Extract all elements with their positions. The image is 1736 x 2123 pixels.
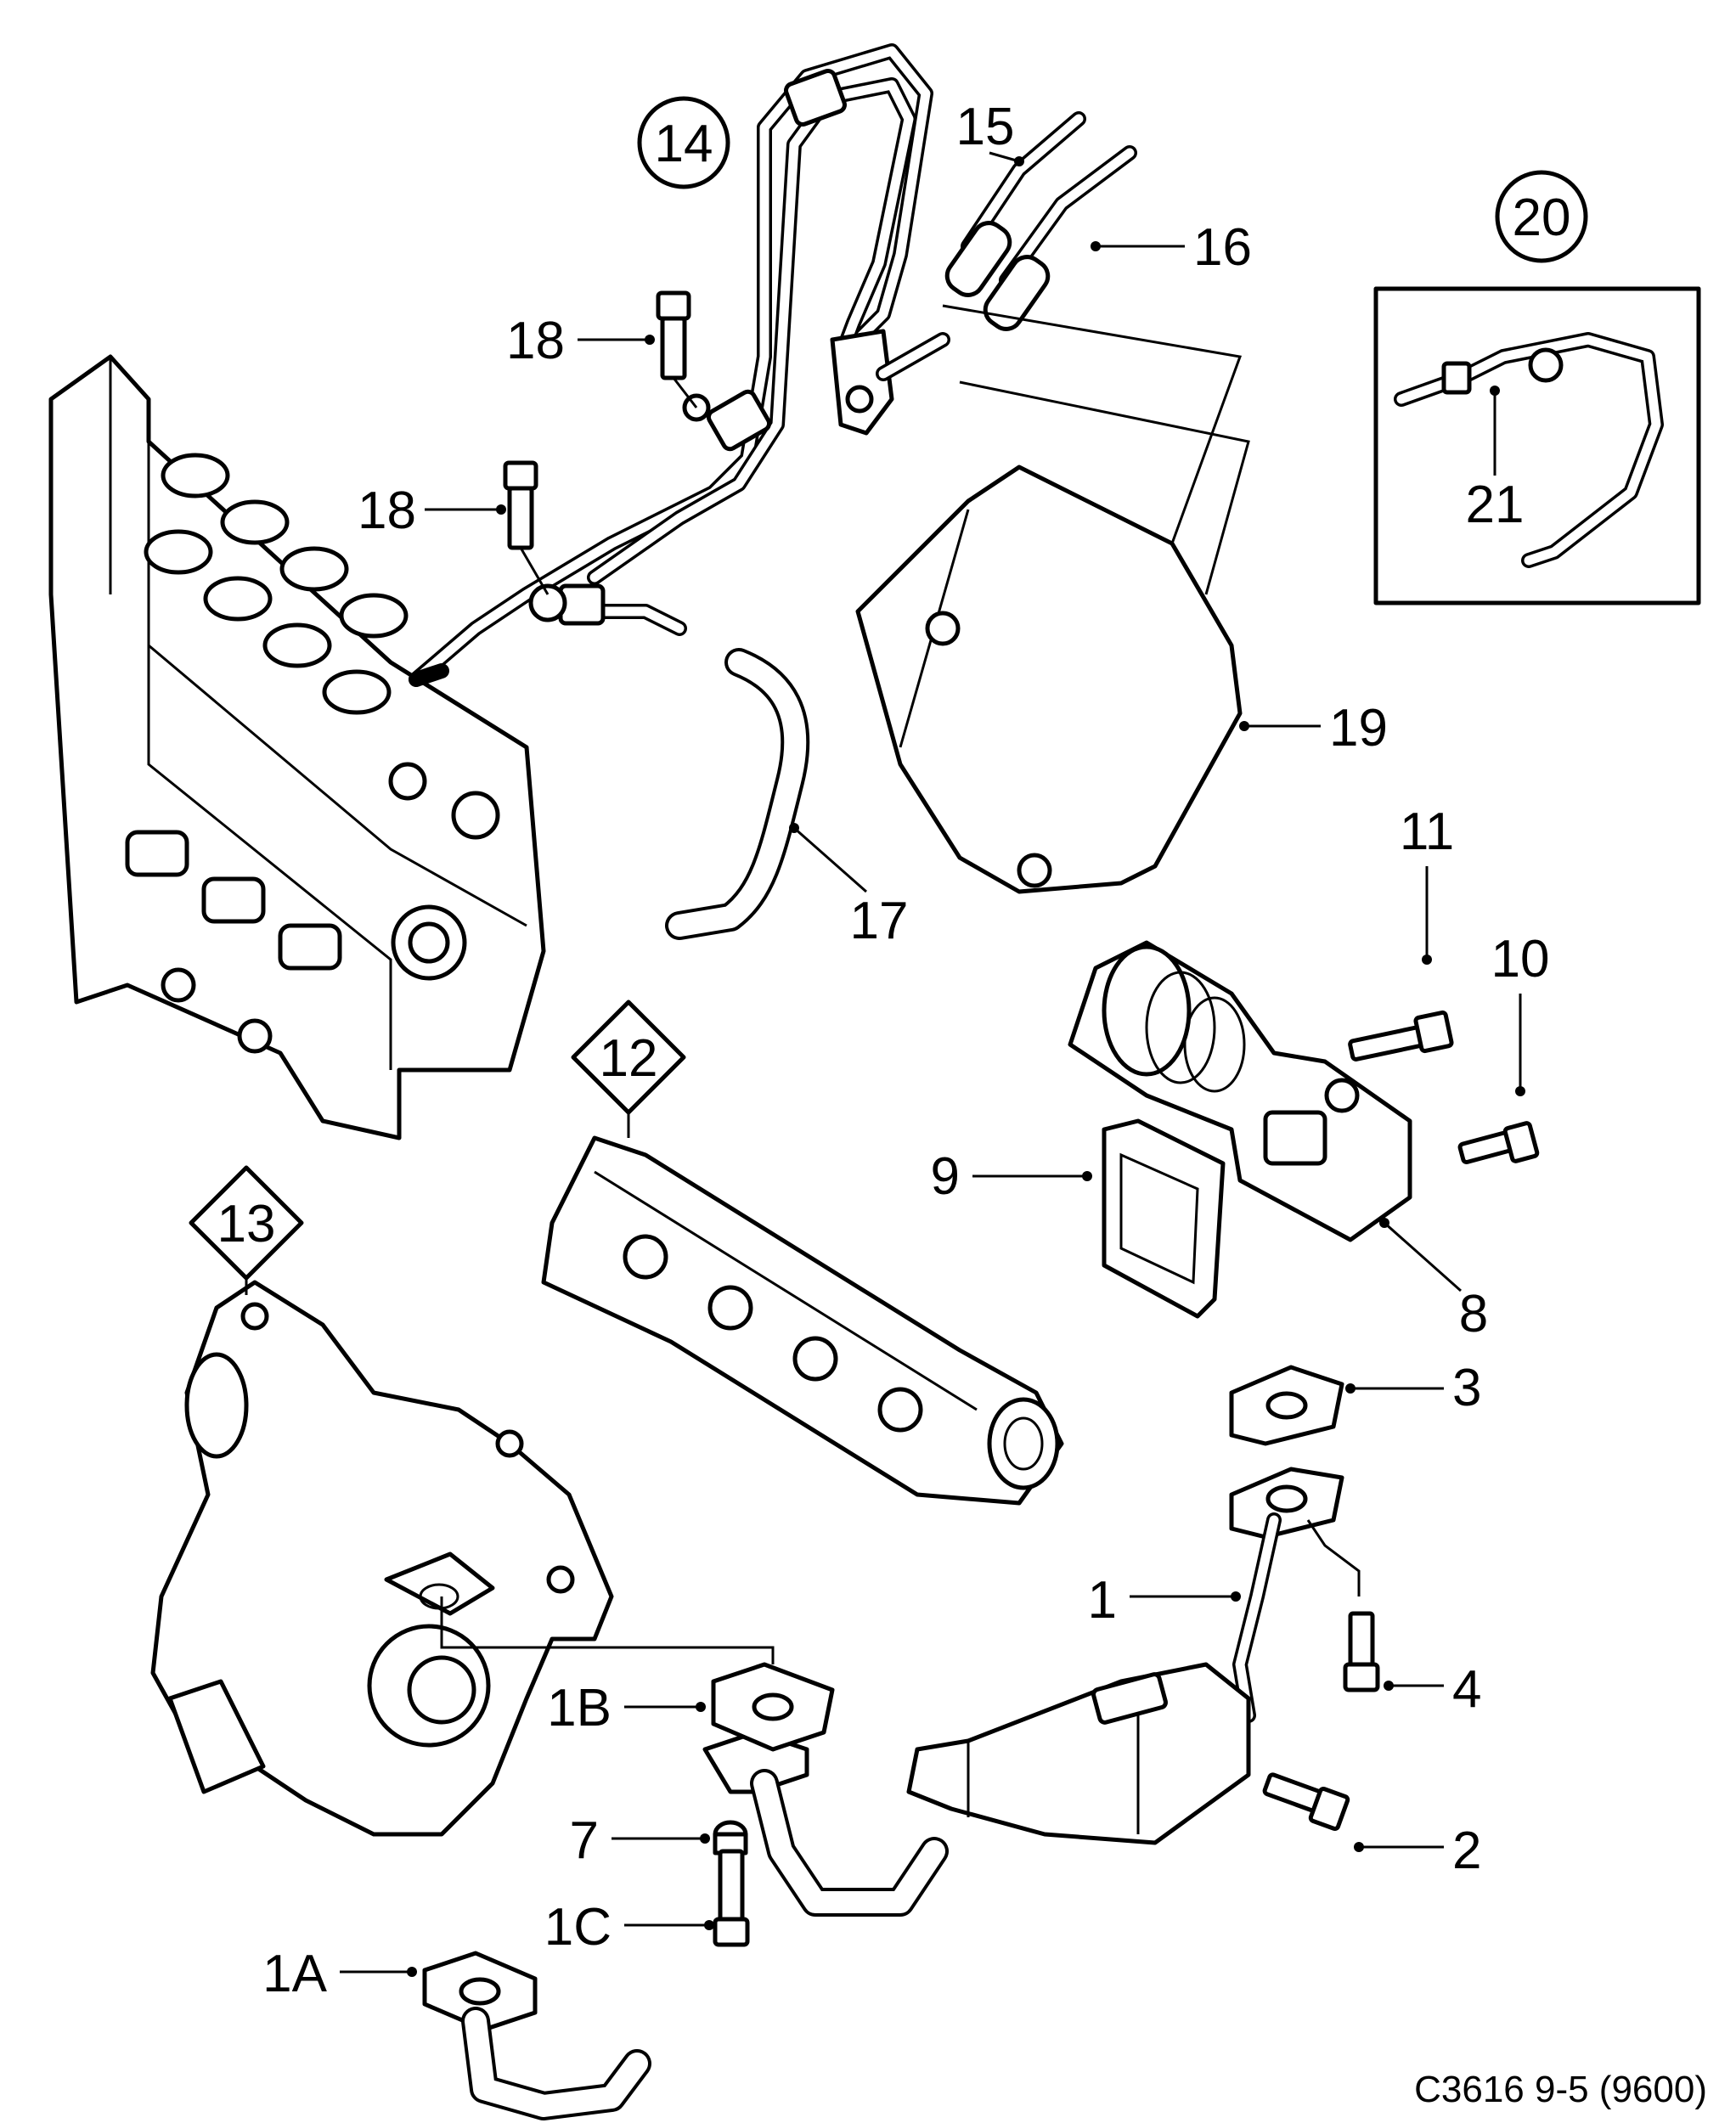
callout-14: 14: [655, 115, 713, 173]
callout-10: 10: [1491, 930, 1550, 988]
gasket-1b-leader: [440, 1596, 775, 1664]
callout-20-circle: [1495, 170, 1588, 263]
callout-17: 17: [850, 892, 909, 950]
callout-14-circle: [637, 96, 730, 189]
callout-7: 7: [570, 1811, 599, 1870]
callout-3: 3: [1452, 1359, 1481, 1417]
callout-13: 13: [217, 1195, 276, 1253]
nut-7: [713, 1820, 748, 1856]
callout-20: 20: [1513, 189, 1571, 247]
hose-16-leader-to-cover: [959, 380, 1250, 595]
intake-manifold-12: [541, 1135, 1064, 1506]
oil-pipe-assembly: [409, 43, 950, 687]
bolt-11: [1348, 1010, 1454, 1062]
egr-pipe-1a: [422, 1951, 651, 2120]
camshaft-lobes: [144, 453, 409, 715]
hose-15-leader-to-cover: [942, 304, 1243, 544]
heat-shield-cover-19: [855, 465, 1243, 894]
callout-21: 21: [1466, 476, 1525, 534]
callout-15: 15: [956, 98, 1015, 156]
egr-pipe-gasket-3: [1229, 1365, 1344, 1446]
bolt-2: [1262, 1772, 1350, 1831]
bolt-1c: [713, 1849, 750, 1947]
callout-4: 4: [1452, 1660, 1481, 1719]
callout-2: 2: [1452, 1822, 1481, 1880]
engine-cylinder-head: [48, 354, 546, 1140]
callout-8: 8: [1459, 1285, 1488, 1343]
bolt-4: [1343, 1611, 1380, 1692]
bolt-10: [1457, 1121, 1540, 1164]
egr-cooler-2: [906, 1662, 1251, 1845]
callout-16: 16: [1193, 218, 1252, 277]
callout-19: 19: [1329, 699, 1388, 757]
bolt-18-upper: [656, 290, 698, 408]
callout-1: 1: [1088, 1571, 1117, 1630]
callout-18-upper: 18: [506, 312, 565, 370]
bolt-18-lower: [503, 460, 550, 595]
callout-1c: 1C: [544, 1898, 612, 1957]
callout-18-lower: 18: [358, 481, 416, 540]
egr-gasket-9: [1102, 1118, 1226, 1319]
kit-20-inset-box: [1373, 286, 1701, 605]
callout-11: 11: [1400, 802, 1454, 861]
callout-9: 9: [931, 1147, 960, 1206]
exhaust-manifold-turbo-13: [150, 1280, 614, 1837]
coolant-hose-15: [944, 111, 1086, 297]
engine-ports: [125, 762, 500, 1054]
diagram-reference-code: C3616 9-5 (9600): [1414, 2069, 1707, 2110]
callout-1b: 1B: [547, 1679, 612, 1737]
egr-pipe-1: [1229, 1467, 1361, 1723]
callout-1a: 1A: [262, 1945, 327, 2003]
coolant-hose-16: [983, 145, 1137, 331]
callout-12: 12: [600, 1029, 658, 1088]
coolant-hose-17: [665, 648, 810, 940]
egr-valve-8: [1068, 940, 1412, 1242]
gasket-1b: [711, 1662, 835, 1752]
